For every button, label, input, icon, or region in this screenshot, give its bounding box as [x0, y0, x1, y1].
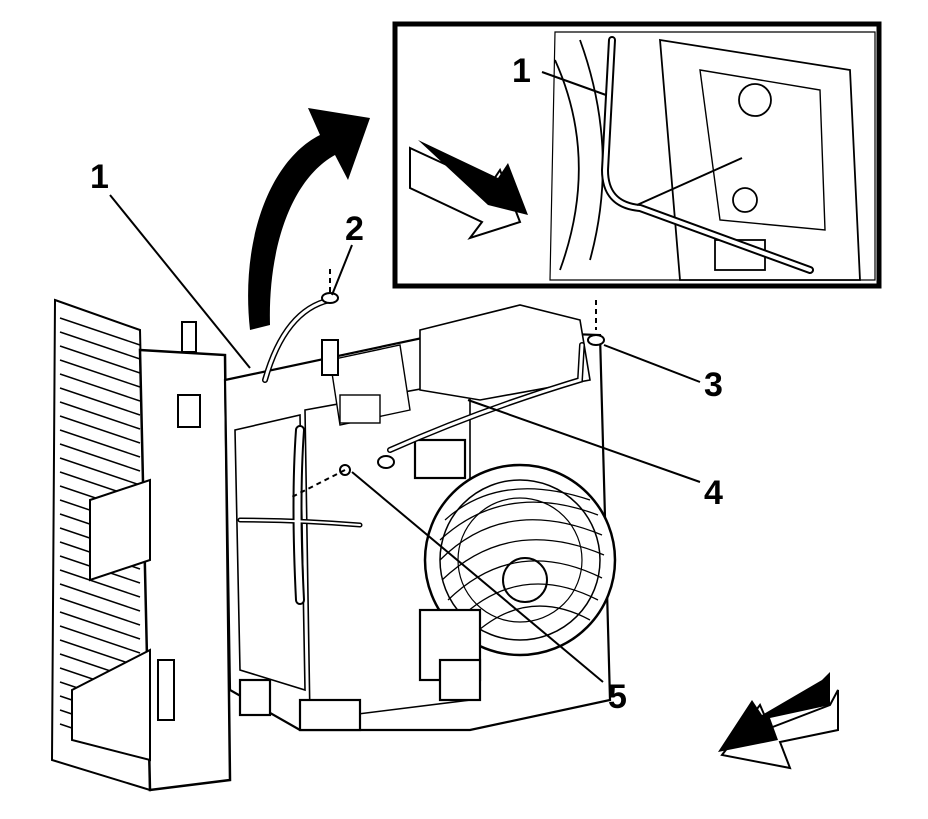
- callout-5: 5: [608, 678, 627, 716]
- leader-lines: [109, 194, 701, 683]
- curved-arrow-icon: [248, 108, 370, 330]
- fan-module: [223, 304, 617, 732]
- bolts: [321, 292, 605, 476]
- view-direction-arrow-icon: [718, 672, 839, 770]
- callout-3: 3: [704, 366, 723, 404]
- direction-arrow-icon: [409, 140, 528, 240]
- callout-inset-1: 1: [512, 52, 531, 90]
- callout-1: 1: [90, 158, 109, 196]
- inset-view: [392, 21, 882, 289]
- radiator: [50, 298, 232, 792]
- callout-4: 4: [704, 474, 723, 512]
- callout-2: 2: [345, 210, 364, 248]
